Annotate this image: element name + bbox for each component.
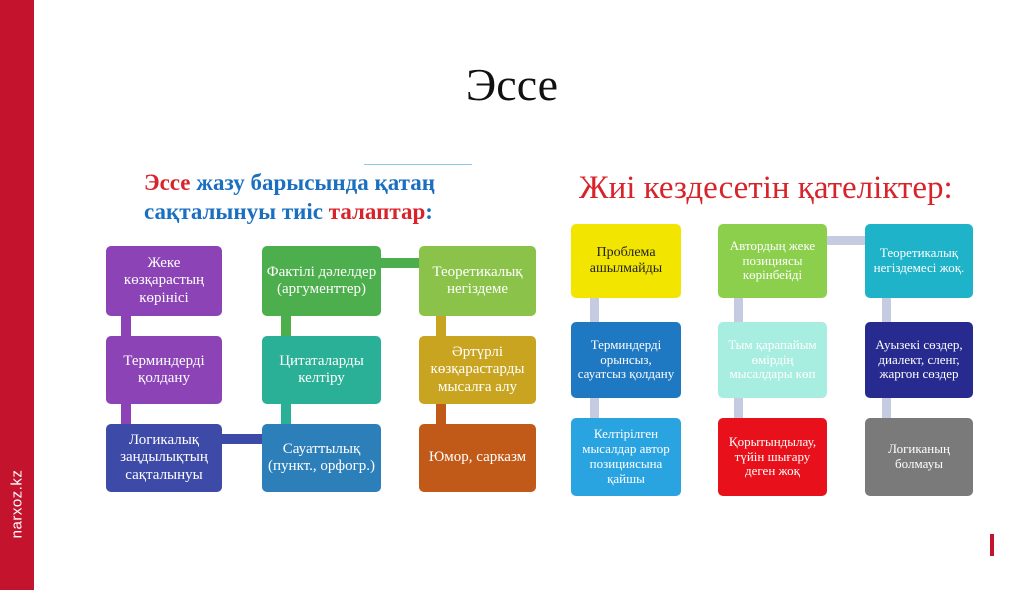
- mistakes-heading: Жиі кездесетін қателіктер:: [579, 170, 953, 206]
- diagram-box: Теоретикалық негіздемесі жоқ.: [865, 224, 973, 298]
- accent-mark: [990, 534, 994, 556]
- diagram-box: Қорытындылау, түйін шығару деген жоқ: [718, 418, 827, 496]
- diagram-box: Проблема ашылмайды: [571, 224, 681, 298]
- diagram-box: Ауызекі сөздер, диалект, сленг, жаргон с…: [865, 322, 973, 398]
- diagram-box: Логикалық заңдылықтың сақталынуы: [106, 424, 222, 492]
- diagram-box: Автордың жеке позициясы көрінбейді: [718, 224, 827, 298]
- diagram-box: Цитаталарды келтіру: [262, 336, 381, 404]
- diagram-box: Келтірілген мысалдар автор позициясына қ…: [571, 418, 681, 496]
- diagram-box: Теоретикалық негіздеме: [419, 246, 536, 316]
- connector: [590, 298, 599, 322]
- connector: [734, 298, 743, 322]
- connector: [882, 398, 891, 418]
- connector: [734, 398, 743, 418]
- requirements-heading: Эссе жазу барысында қатаң сақталынуы тиі…: [144, 168, 435, 226]
- diagram-box: Жеке көзқарастың көрінісі: [106, 246, 222, 316]
- diagram-box: Әртүрлі көзқарастарды мысалға алу: [419, 336, 536, 404]
- heading-requirements-word: талаптар: [328, 199, 426, 224]
- diagram-box: Терминдерді орынсыз, сауатсыз қолдану: [571, 322, 681, 398]
- connector: [436, 404, 446, 424]
- connector: [281, 404, 291, 424]
- connector: [281, 316, 291, 336]
- heading-text-2: сақталынуы тиіс: [144, 199, 329, 224]
- diagram-box: Фактілі дәлелдер (аргументтер): [262, 246, 381, 316]
- slide-title: Эссе: [465, 59, 559, 110]
- connector: [436, 316, 446, 336]
- connector: [121, 404, 131, 424]
- connector: [882, 298, 891, 322]
- diagram-box: Логиканың болмауы: [865, 418, 973, 496]
- diagram-box: Терминдерді қолдану: [106, 336, 222, 404]
- connector: [381, 258, 419, 268]
- divider-line: [364, 164, 472, 165]
- heading-essay-word: Эссе: [144, 170, 191, 195]
- heading-colon: :: [425, 199, 433, 224]
- connector: [590, 398, 599, 418]
- heading-text-1: жазу барысында қатаң: [190, 170, 435, 195]
- connector: [121, 316, 131, 336]
- diagram-box: Сауаттылық (пункт., орфогр.): [262, 424, 381, 492]
- diagram-box: Юмор, сарказм: [419, 424, 536, 492]
- brand-label: narxoz.kz: [8, 469, 26, 539]
- brand-sidebar: narxoz.kz: [0, 0, 34, 590]
- diagram-box: Тым қарапайым өмірдің мысалдары көп: [718, 322, 827, 398]
- connector: [222, 434, 262, 444]
- connector: [827, 236, 865, 245]
